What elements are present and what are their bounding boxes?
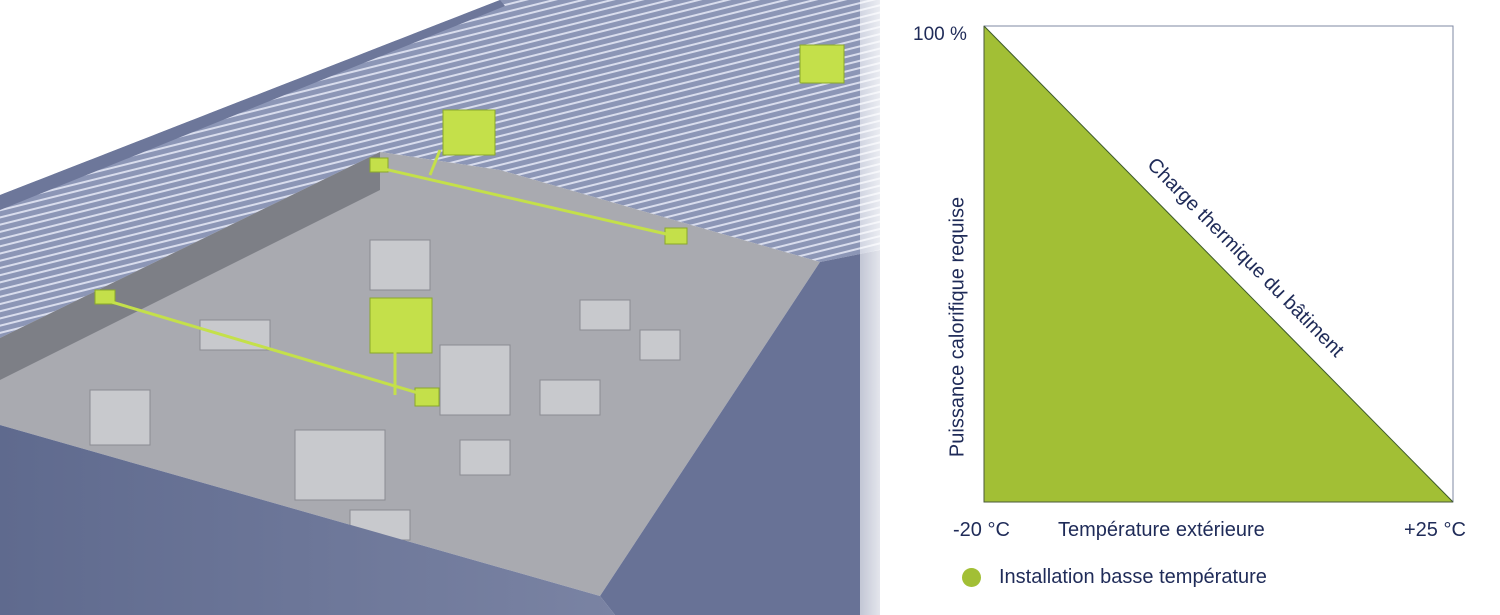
legend: Installation basse température (962, 566, 1267, 589)
axes (983, 26, 1453, 503)
right-wall (600, 250, 880, 615)
x-axis-label: Température extérieure (1058, 519, 1265, 541)
heat-pump-units (94, 44, 845, 407)
roof (0, 0, 880, 338)
factory-building-illustration (0, 0, 880, 615)
x-tick-label-max: +25 °C (1404, 519, 1466, 541)
machines (89, 239, 681, 541)
y-tick-label: 100 % (913, 24, 967, 45)
series-line (983, 25, 1454, 503)
interior-back-wall (0, 152, 380, 380)
pipes (104, 149, 676, 397)
x-tick-label-min: -20 °C (953, 519, 1010, 541)
roof-edge (0, 0, 505, 210)
y-axis-label: Puissance calorifique requise (946, 196, 969, 458)
front-wall (0, 425, 615, 615)
legend-label: Installation basse température (999, 566, 1267, 588)
legend-swatch (962, 568, 981, 587)
